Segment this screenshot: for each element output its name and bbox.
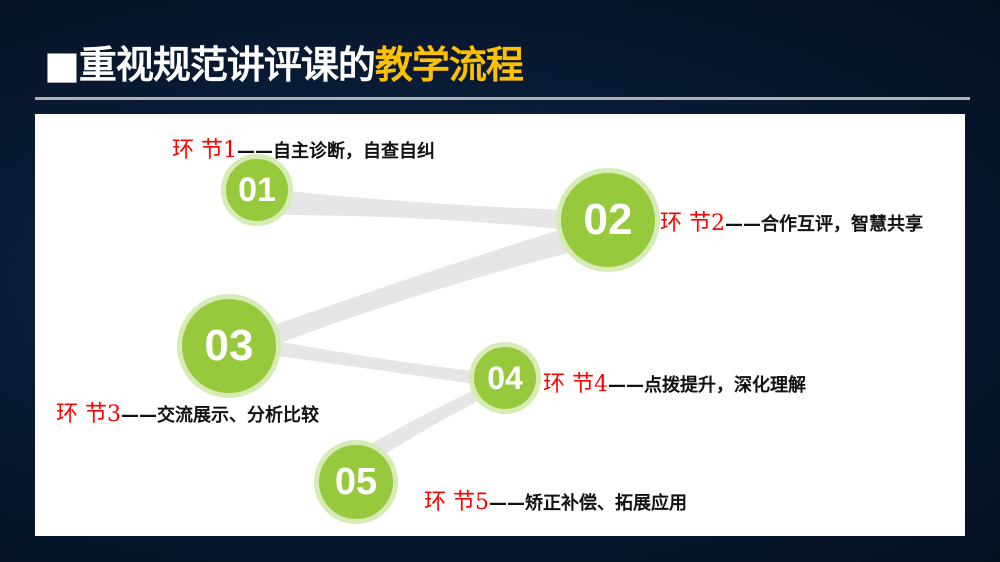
- step-label-2: 环 节2——合作互评，智慧共享: [660, 205, 923, 237]
- step-label-1: 环 节1——自主诊断，自查自纠: [172, 132, 435, 164]
- slide-title: ■重视规范讲评课的教学流程: [44, 34, 524, 89]
- step-desc: ——矫正补偿、拓展应用: [489, 493, 687, 514]
- step-circle-01: 01: [221, 154, 293, 226]
- connector-02-03: [260, 225, 580, 345]
- step-tag: 环 节1: [172, 138, 237, 163]
- title-highlight: 教学流程: [374, 43, 524, 87]
- step-tag: 环 节4: [543, 372, 608, 397]
- step-label-5: 环 节5——矫正补偿、拓展应用: [424, 484, 687, 516]
- step-tag: 环 节5: [424, 490, 489, 515]
- step-circle-03: 03: [177, 294, 281, 398]
- step-desc: ——交流展示、分析比较: [121, 405, 319, 426]
- step-circle-05: 05: [314, 440, 398, 524]
- step-tag: 环 节3: [56, 402, 121, 427]
- title-prefix: 重视规范讲评课的: [78, 43, 376, 87]
- title-divider: [35, 97, 970, 100]
- step-tag: 环 节2: [660, 211, 725, 236]
- step-desc: ——点拨提升，深化理解: [608, 375, 806, 396]
- title-bullet: ■: [44, 43, 80, 87]
- step-circle-02: 02: [556, 168, 660, 272]
- step-desc: ——自主诊断，自查自纠: [237, 141, 435, 162]
- step-desc: ——合作互评，智慧共享: [725, 214, 923, 235]
- step-label-3: 环 节3——交流展示、分析比较: [56, 396, 319, 428]
- step-circle-04: 04: [469, 342, 541, 414]
- connector-01-02: [280, 190, 570, 230]
- step-label-4: 环 节4——点拨提升，深化理解: [543, 366, 806, 398]
- connector-04-05: [360, 385, 490, 460]
- connector-03-04: [270, 340, 480, 385]
